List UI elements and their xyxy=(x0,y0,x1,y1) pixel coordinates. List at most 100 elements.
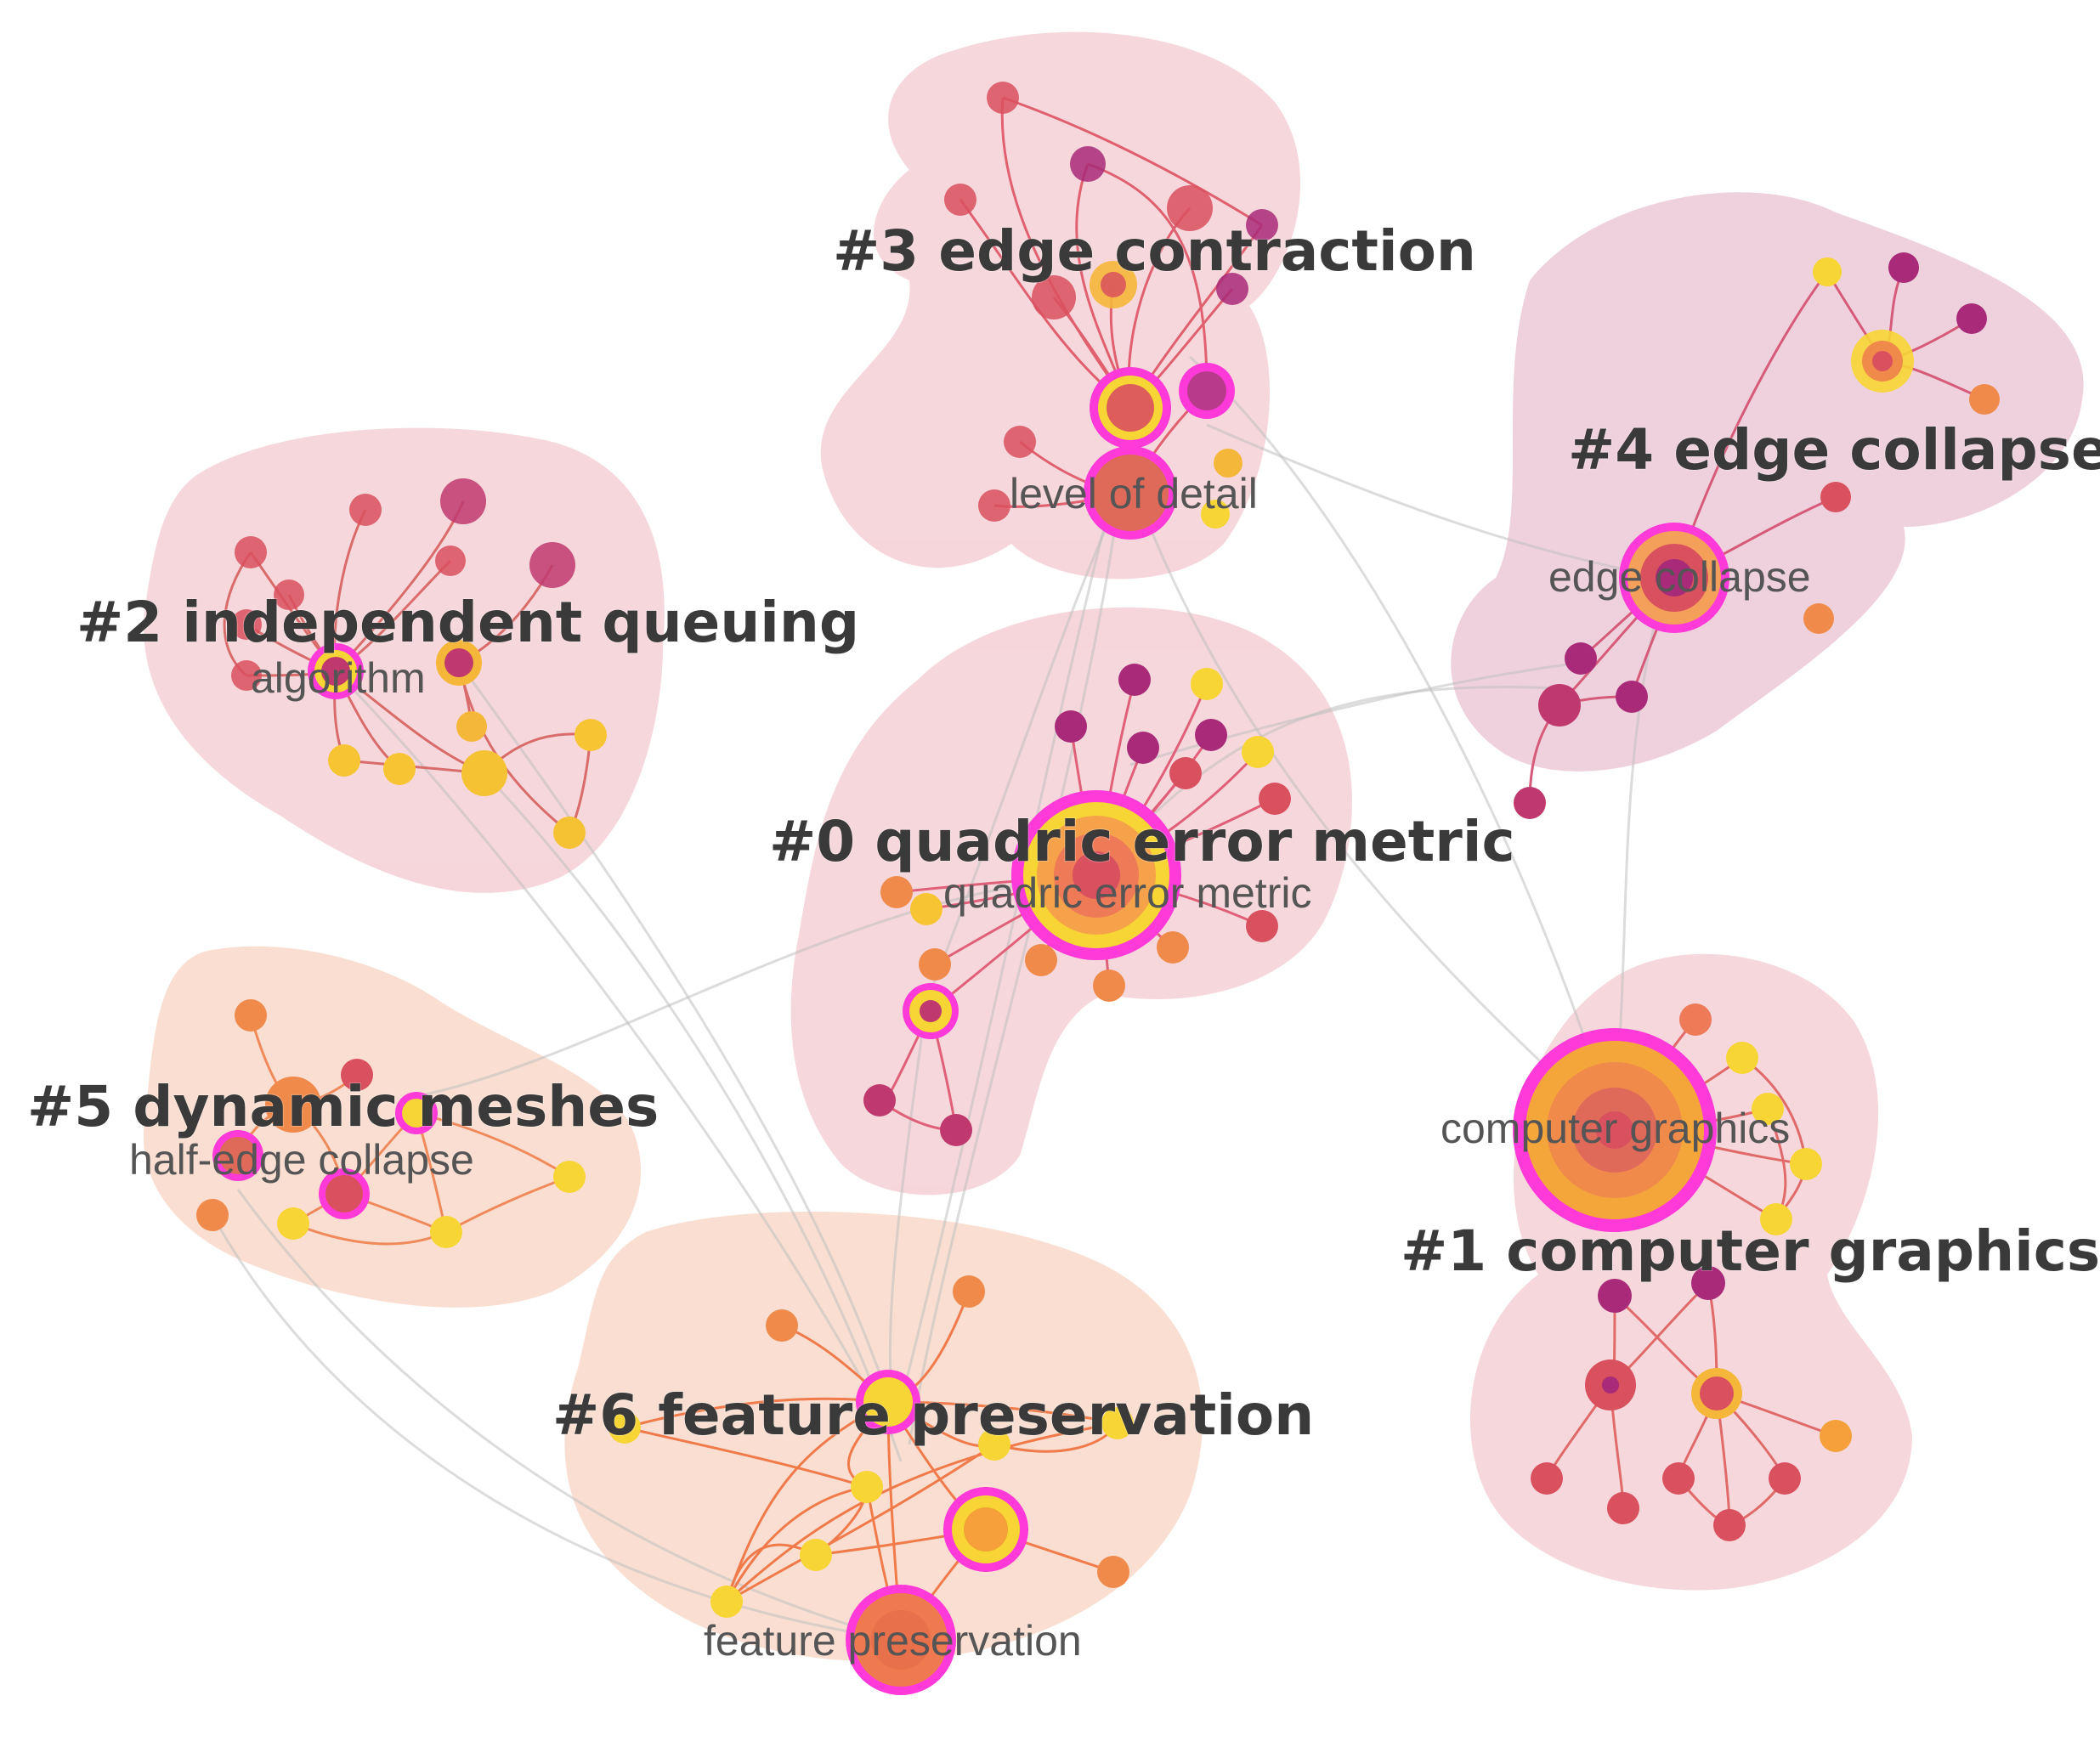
graph-node[interactable] xyxy=(1656,559,1693,596)
graph-node[interactable] xyxy=(1820,482,1851,512)
graph-node[interactable] xyxy=(871,1610,931,1670)
graph-node[interactable] xyxy=(1259,783,1291,815)
graph-node[interactable] xyxy=(1097,1556,1129,1588)
graph-node[interactable] xyxy=(1969,384,2000,415)
graph-node[interactable] xyxy=(1070,146,1106,182)
graph-node[interactable] xyxy=(1700,1376,1734,1410)
graph-node[interactable] xyxy=(456,711,487,742)
graph-node[interactable] xyxy=(219,1137,257,1174)
graph-node[interactable] xyxy=(978,1428,1010,1461)
graph-node[interactable] xyxy=(1956,303,1987,334)
graph-node[interactable] xyxy=(800,1539,832,1571)
graph-node[interactable] xyxy=(274,579,304,610)
graph-node[interactable] xyxy=(1118,664,1151,696)
graph-node[interactable] xyxy=(383,753,416,785)
graph-node[interactable] xyxy=(1813,257,1842,286)
graph-node[interactable] xyxy=(766,1309,798,1342)
graph-node[interactable] xyxy=(328,744,360,777)
graph-node[interactable] xyxy=(1242,736,1274,768)
graph-node[interactable] xyxy=(710,1586,743,1618)
graph-node[interactable] xyxy=(1531,1462,1563,1495)
graph-node[interactable] xyxy=(325,1175,363,1212)
graph-node[interactable] xyxy=(987,82,1019,114)
graph-node[interactable] xyxy=(461,750,507,796)
graph-node[interactable] xyxy=(1246,209,1278,241)
graph-node[interactable] xyxy=(1769,1462,1801,1495)
graph-node[interactable] xyxy=(1760,1203,1792,1235)
graph-node[interactable] xyxy=(940,1114,972,1146)
graph-node[interactable] xyxy=(1214,449,1242,478)
graph-node[interactable] xyxy=(880,876,913,908)
graph-node[interactable] xyxy=(553,1161,586,1193)
graph-node[interactable] xyxy=(1187,371,1226,410)
graph-node[interactable] xyxy=(349,494,382,526)
graph-node[interactable] xyxy=(231,609,262,640)
graph-node[interactable] xyxy=(1169,757,1202,789)
graph-node[interactable] xyxy=(1201,500,1230,529)
graph-node[interactable] xyxy=(1679,1003,1712,1036)
graph-node[interactable] xyxy=(1514,787,1546,819)
graph-node[interactable] xyxy=(435,545,466,576)
graph-node[interactable] xyxy=(863,1377,913,1427)
graph-node[interactable] xyxy=(1167,185,1213,231)
graph-node[interactable] xyxy=(863,1084,896,1116)
graph-node[interactable] xyxy=(402,1099,431,1128)
graph-node[interactable] xyxy=(1195,719,1227,751)
graph-node[interactable] xyxy=(277,1207,309,1240)
graph-node[interactable] xyxy=(440,478,486,524)
graph-node[interactable] xyxy=(1596,1111,1633,1149)
graph-node[interactable] xyxy=(341,1059,373,1091)
graph-node[interactable] xyxy=(1607,1492,1639,1524)
graph-node[interactable] xyxy=(1004,426,1036,458)
graph-node[interactable] xyxy=(1872,351,1893,371)
graph-node[interactable] xyxy=(1538,684,1581,726)
graph-node[interactable] xyxy=(235,999,267,1032)
graph-node[interactable] xyxy=(1752,1093,1784,1125)
graph-node[interactable] xyxy=(851,1471,883,1503)
graph-node[interactable] xyxy=(1025,944,1057,976)
graph-node[interactable] xyxy=(1246,910,1278,942)
graph-node[interactable] xyxy=(1803,603,1834,634)
graph-node[interactable] xyxy=(919,948,951,981)
graph-node[interactable] xyxy=(910,893,942,925)
graph-node[interactable] xyxy=(1092,455,1169,531)
graph-node[interactable] xyxy=(1713,1509,1746,1541)
graph-node[interactable] xyxy=(529,542,575,588)
graph-node[interactable] xyxy=(575,719,607,751)
graph-node[interactable] xyxy=(321,657,350,686)
graph-node[interactable] xyxy=(1101,272,1126,297)
graph-node[interactable] xyxy=(1127,732,1159,764)
graph-node[interactable] xyxy=(920,1000,942,1022)
graph-node[interactable] xyxy=(1157,931,1189,964)
graph-node[interactable] xyxy=(1101,1407,1134,1439)
graph-node[interactable] xyxy=(444,648,473,677)
graph-node[interactable] xyxy=(196,1199,229,1231)
graph-node[interactable] xyxy=(235,536,267,568)
graph-node[interactable] xyxy=(964,1507,1008,1552)
graph-node[interactable] xyxy=(1565,642,1597,675)
graph-node[interactable] xyxy=(1691,1266,1725,1300)
graph-node[interactable] xyxy=(1032,275,1076,319)
graph-node[interactable] xyxy=(1093,969,1125,1002)
graph-node[interactable] xyxy=(1216,273,1248,305)
graph-node[interactable] xyxy=(1662,1462,1695,1495)
graph-node[interactable] xyxy=(978,489,1010,522)
graph-node[interactable] xyxy=(1107,384,1154,432)
graph-node[interactable] xyxy=(265,1077,321,1133)
graph-node[interactable] xyxy=(1598,1279,1632,1313)
graph-node[interactable] xyxy=(1602,1376,1619,1393)
graph-node[interactable] xyxy=(944,184,976,216)
graph-node[interactable] xyxy=(608,1411,641,1444)
graph-node[interactable] xyxy=(231,660,262,691)
graph-node[interactable] xyxy=(1191,668,1223,700)
graph-node[interactable] xyxy=(1790,1148,1822,1180)
graph-node[interactable] xyxy=(1616,681,1648,713)
graph-node[interactable] xyxy=(1820,1420,1852,1452)
graph-node[interactable] xyxy=(430,1216,462,1248)
graph-node[interactable] xyxy=(553,817,586,849)
graph-node[interactable] xyxy=(1055,710,1087,743)
graph-node[interactable] xyxy=(953,1275,985,1308)
graph-node[interactable] xyxy=(1888,252,1919,283)
graph-node[interactable] xyxy=(1073,851,1120,899)
graph-node[interactable] xyxy=(1726,1042,1758,1074)
